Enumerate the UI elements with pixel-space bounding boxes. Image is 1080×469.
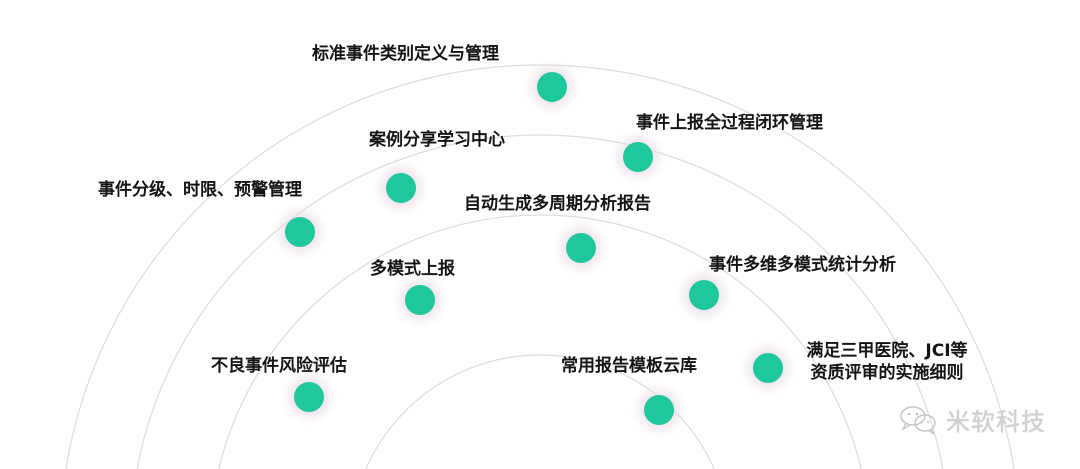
node-accreditation-rules xyxy=(753,353,783,383)
label-multi-mode-report: 多模式上报 xyxy=(370,259,455,279)
label-accreditation-rules-line2: 资质评审的实施细则 xyxy=(810,363,964,383)
node-case-sharing-center xyxy=(386,173,416,203)
label-accreditation-rules-line1: 满足三甲医院、JCI等 xyxy=(806,341,968,361)
label-closed-loop-reporting: 事件上报全过程闭环管理 xyxy=(636,113,823,133)
ring-2 xyxy=(218,214,862,469)
node-report-template-cloud xyxy=(644,395,674,425)
ring-3 xyxy=(136,134,944,469)
label-grading-warning: 事件分级、时限、预警管理 xyxy=(98,180,302,200)
ring-4 xyxy=(65,64,1015,469)
node-multi-mode-report xyxy=(405,285,435,315)
node-standard-event-category xyxy=(537,72,567,102)
watermark-text: 米软科技 xyxy=(946,408,1046,436)
ring-1 xyxy=(365,354,715,469)
label-case-sharing-center: 案例分享学习中心 xyxy=(369,130,505,150)
node-multi-dim-statistics xyxy=(689,280,719,310)
label-standard-event-category: 标准事件类别定义与管理 xyxy=(312,44,499,64)
node-grading-warning xyxy=(285,217,315,247)
node-auto-report xyxy=(566,233,596,263)
label-report-template-cloud: 常用报告模板云库 xyxy=(561,356,697,376)
label-multi-dim-statistics: 事件多维多模式统计分析 xyxy=(709,255,896,275)
wechat-icon xyxy=(900,405,936,435)
label-risk-assessment: 不良事件风险评估 xyxy=(211,356,347,376)
node-risk-assessment xyxy=(294,382,324,412)
node-closed-loop-reporting xyxy=(623,142,653,172)
watermark: 米软科技 xyxy=(898,402,1046,437)
label-accreditation-rules: 满足三甲医院、JCI等 资质评审的实施细则 xyxy=(772,340,1002,384)
label-auto-report: 自动生成多周期分析报告 xyxy=(464,194,651,214)
